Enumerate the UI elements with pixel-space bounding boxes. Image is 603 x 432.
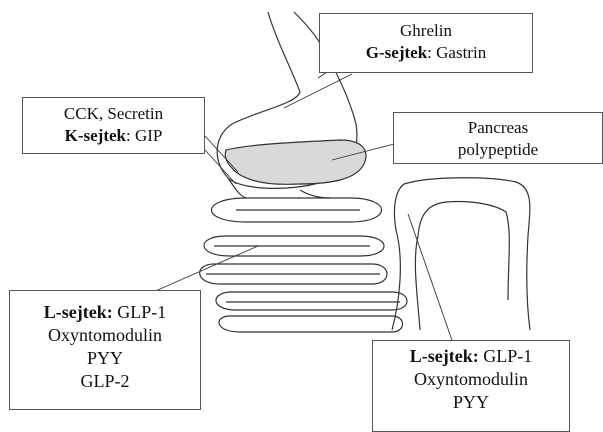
oxyntomodulin-text-1: Oxyntomodulin [10,324,200,347]
glp1-text-1: GLP-1 [113,302,167,322]
l-cells-text-2: L-sejtek: [410,346,479,366]
small-intestine-label: L-sejtek: GLP-1 Oxyntomodulin PYY GLP-2 [9,290,201,410]
large-intestine-outline [392,178,530,330]
small-intestine-coils [200,198,407,332]
glp1-text-2: GLP-1 [479,346,533,366]
gip-text: : GIP [126,126,162,145]
pancreas-label: Pancreas polypeptide [393,112,603,164]
large-intestine-label: L-sejtek: GLP-1 Oxyntomodulin PYY [372,340,570,432]
ghrelin-text: Ghrelin [320,20,532,42]
duodenum-hormones-label: CCK, Secretin K-sejtek: GIP [22,97,205,154]
pyy-text-2: PYY [373,391,569,414]
pyy-text-1: PYY [10,347,200,370]
cck-secretin-text: CCK, Secretin [23,103,204,125]
polypeptide-text: polypeptide [394,139,602,161]
pancreas-shape [225,140,366,184]
oxyntomodulin-text-2: Oxyntomodulin [373,368,569,391]
g-cells-text: G-sejtek [366,43,427,62]
l-cells-text-1: L-sejtek: [44,302,113,322]
gastrin-text: : Gastrin [427,43,486,62]
stomach-hormones-label: Ghrelin G-sejtek: Gastrin [319,13,533,73]
glp2-text: GLP-2 [10,370,200,393]
k-cells-text: K-sejtek [65,126,126,145]
pancreas-text: Pancreas [394,117,602,139]
